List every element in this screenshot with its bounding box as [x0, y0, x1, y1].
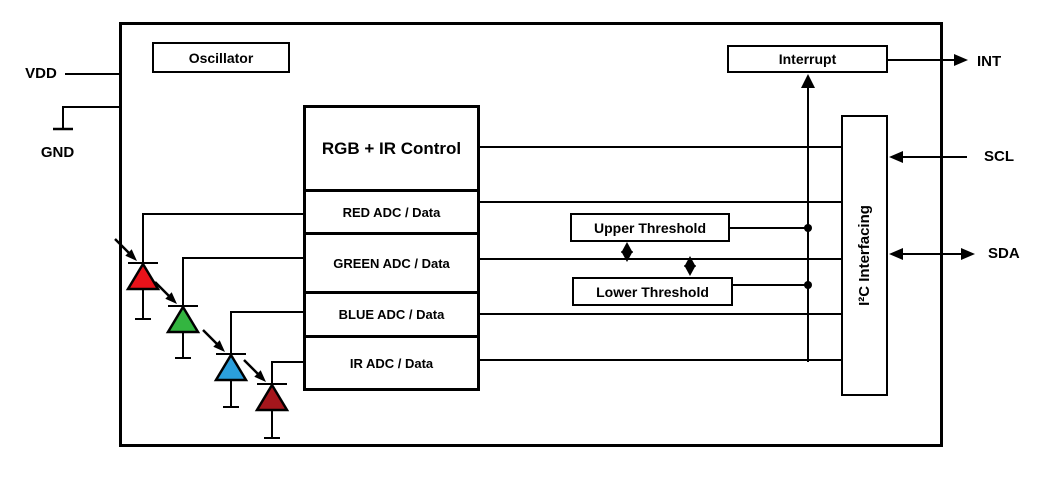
gnd-wire: [53, 106, 119, 131]
lower-threshold-block: Lower Threshold: [572, 277, 733, 306]
i2c-interfacing-block: I²C Interfacing: [841, 115, 888, 396]
interrupt-label: Interrupt: [778, 51, 837, 67]
oscillator-label: Oscillator: [188, 49, 254, 66]
pin-label-vdd: VDD: [25, 65, 57, 82]
divider: [306, 189, 477, 192]
ir-adc-row: IR ADC / Data: [349, 355, 434, 371]
upper-threshold-label: Upper Threshold: [593, 219, 706, 236]
pin-label-int: INT: [977, 53, 1002, 70]
red-photodiode-icon: [114, 238, 161, 320]
scl-arrowhead-icon: [889, 151, 903, 163]
blue-adc-row: BLUE ADC / Data: [338, 307, 445, 322]
green-photodiode-wire: [182, 257, 303, 306]
interrupt-signal-line: [801, 74, 815, 362]
light-arrow-icon: [114, 238, 132, 256]
light-arrow-icon: [202, 329, 220, 347]
i2c-label: I²C Interfacing: [856, 205, 873, 306]
divider: [306, 335, 477, 338]
upper-compare-arrow-icon: [621, 242, 633, 262]
chip-boundary: [119, 22, 943, 447]
interrupt-block: Interrupt: [727, 45, 888, 73]
blue-photodiode-icon: [202, 329, 249, 408]
interrupt-arrowhead-icon: [801, 74, 815, 88]
lower-compare-arrow-icon: [684, 256, 696, 276]
lower-threshold-label: Lower Threshold: [596, 283, 709, 300]
rgb-ir-control-block: RGB + IR Control RED ADC / Data GREEN AD…: [303, 105, 480, 391]
control-label: RGB + IR Control: [321, 138, 462, 158]
upper-threshold-block: Upper Threshold: [570, 213, 730, 242]
divider: [306, 232, 477, 235]
red-adc-row: RED ADC / Data: [342, 204, 441, 220]
pin-label-scl: SCL: [984, 148, 1014, 165]
ir-photodiode-icon: [243, 359, 290, 439]
sda-right-arrowhead-icon: [961, 248, 975, 260]
light-arrow-icon: [243, 359, 261, 377]
blue-photodiode-wire: [230, 311, 303, 354]
oscillator-block: Oscillator: [152, 42, 290, 73]
int-wire: [888, 54, 968, 66]
divider: [306, 291, 477, 294]
green-adc-row: GREEN ADC / Data: [333, 255, 450, 271]
int-arrowhead-icon: [954, 54, 968, 66]
sda-left-arrowhead-icon: [889, 248, 903, 260]
pin-label-gnd: GND: [40, 144, 75, 161]
scl-wire: [889, 151, 967, 163]
light-arrow-icon: [154, 281, 172, 299]
sda-wire: [889, 248, 975, 260]
pin-label-sda: SDA: [988, 245, 1020, 262]
ir-photodiode-wire: [271, 361, 303, 384]
green-photodiode-icon: [154, 281, 201, 359]
red-photodiode-wire: [142, 213, 303, 263]
